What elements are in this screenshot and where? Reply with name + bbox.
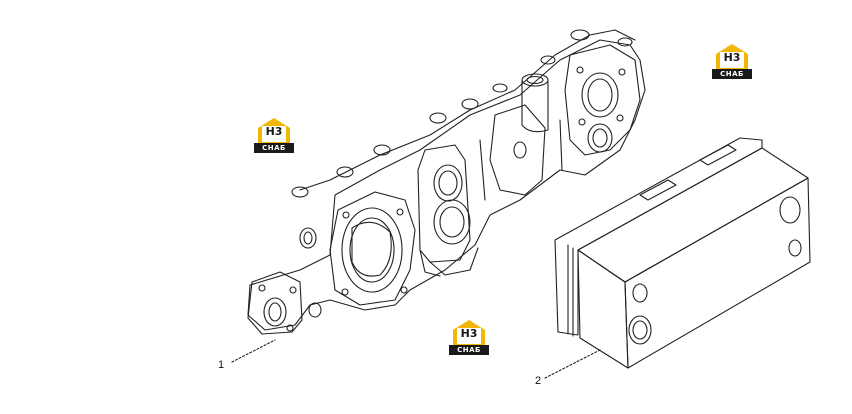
house-logo-icon <box>258 118 290 144</box>
leader-line-1 <box>231 339 276 363</box>
watermark-logo: H3 СНАБ <box>449 318 489 356</box>
leader-line-2 <box>544 349 601 379</box>
logo-caption: СНАБ <box>449 345 489 355</box>
logo-mark: H3 <box>723 51 741 64</box>
logo-caption: СНАБ <box>712 69 752 79</box>
house-logo-icon <box>453 320 485 346</box>
callout-label-2: 2 <box>535 375 542 387</box>
house-logo-icon <box>716 44 748 70</box>
logo-mark: H3 <box>460 327 478 340</box>
watermark-logo: H3 СНАБ <box>254 116 294 154</box>
logo-caption: СНАБ <box>254 143 294 153</box>
callout-label-1: 1 <box>218 359 225 371</box>
logo-mark: H3 <box>265 125 283 138</box>
watermark-logo: H3 СНАБ <box>712 42 752 80</box>
valve-body-housing-icon <box>247 29 646 335</box>
plate-cooler-icon <box>554 137 811 369</box>
